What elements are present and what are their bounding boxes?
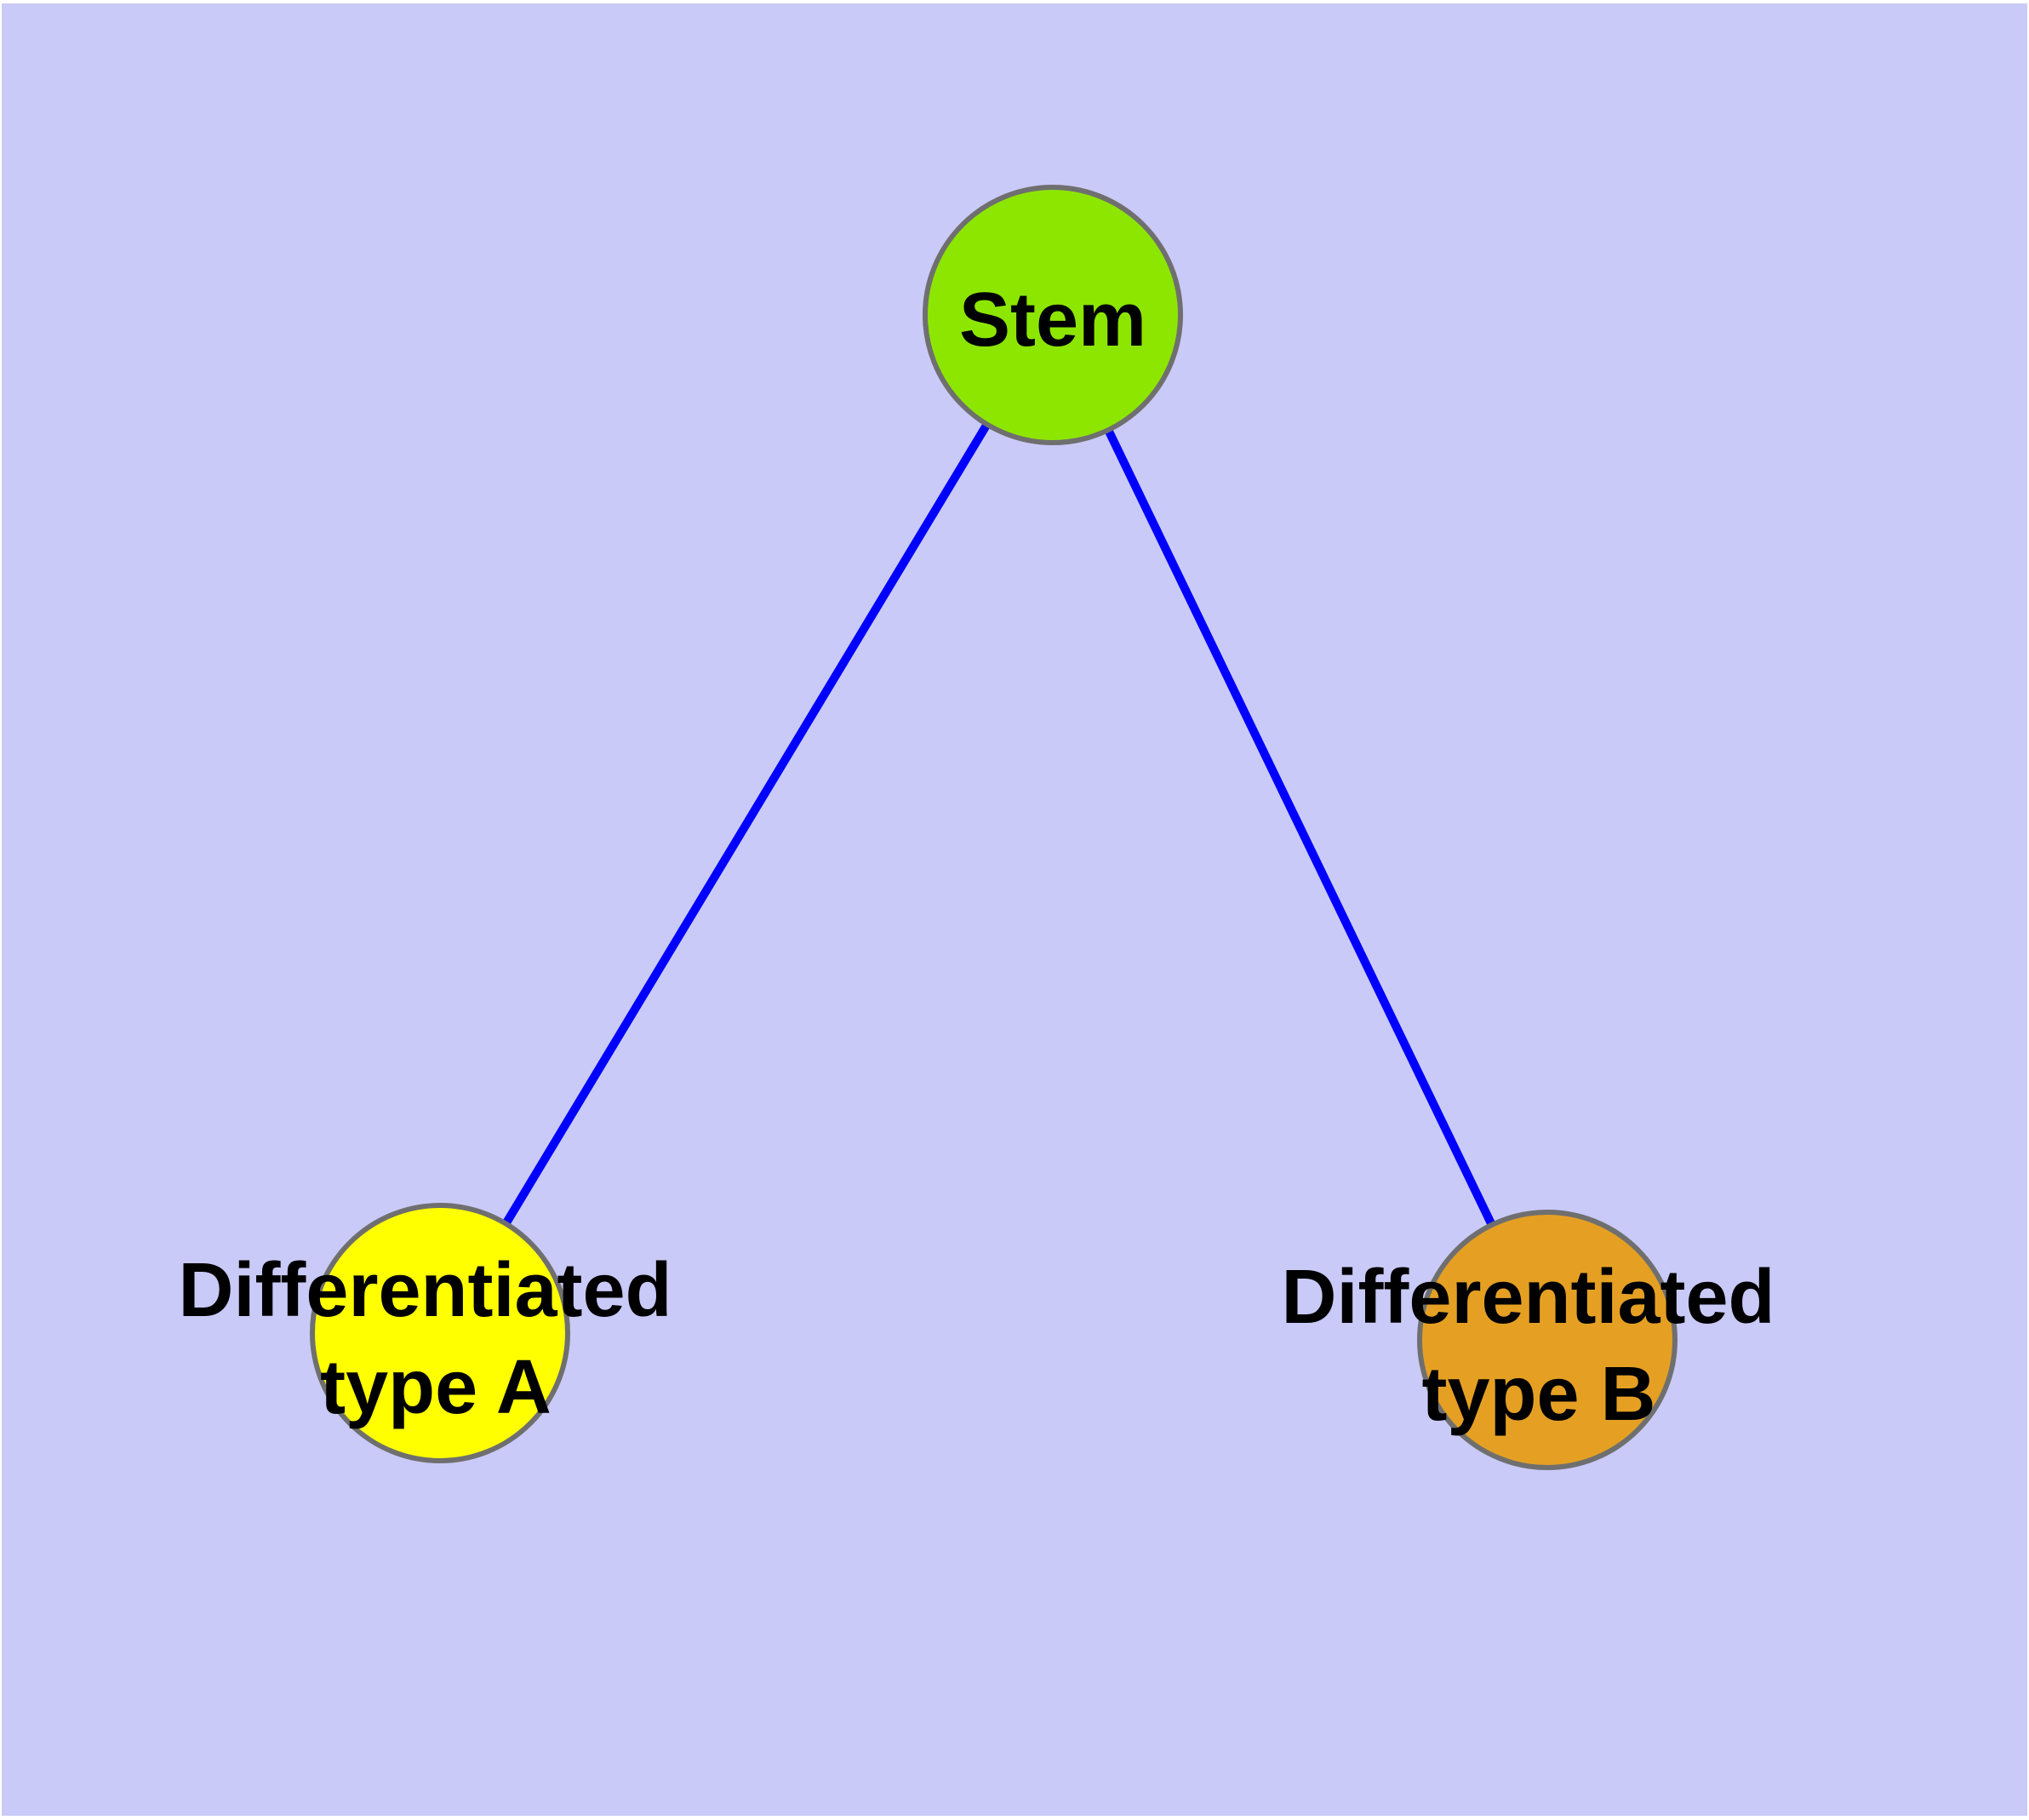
label-stem: Stem	[959, 278, 1146, 363]
label-differentiated-type-a: Differentiated type A	[178, 1248, 693, 1430]
label-differentiated-type-a-line2: type A	[320, 1345, 552, 1430]
node-differentiated-type-a	[310, 1203, 570, 1463]
label-differentiated-type-b: Differentiated type B	[1281, 1255, 1796, 1437]
edge-stem-to-type-b	[1049, 312, 1552, 1342]
node-differentiated-type-b	[1417, 1210, 1677, 1470]
label-differentiated-type-b-line2: type B	[1421, 1352, 1655, 1437]
label-differentiated-type-b-line1: Differentiated	[1281, 1255, 1775, 1340]
node-stem	[923, 185, 1183, 445]
edge-stem-to-type-a	[436, 312, 1057, 1336]
label-differentiated-type-a-line1: Differentiated	[178, 1248, 672, 1333]
